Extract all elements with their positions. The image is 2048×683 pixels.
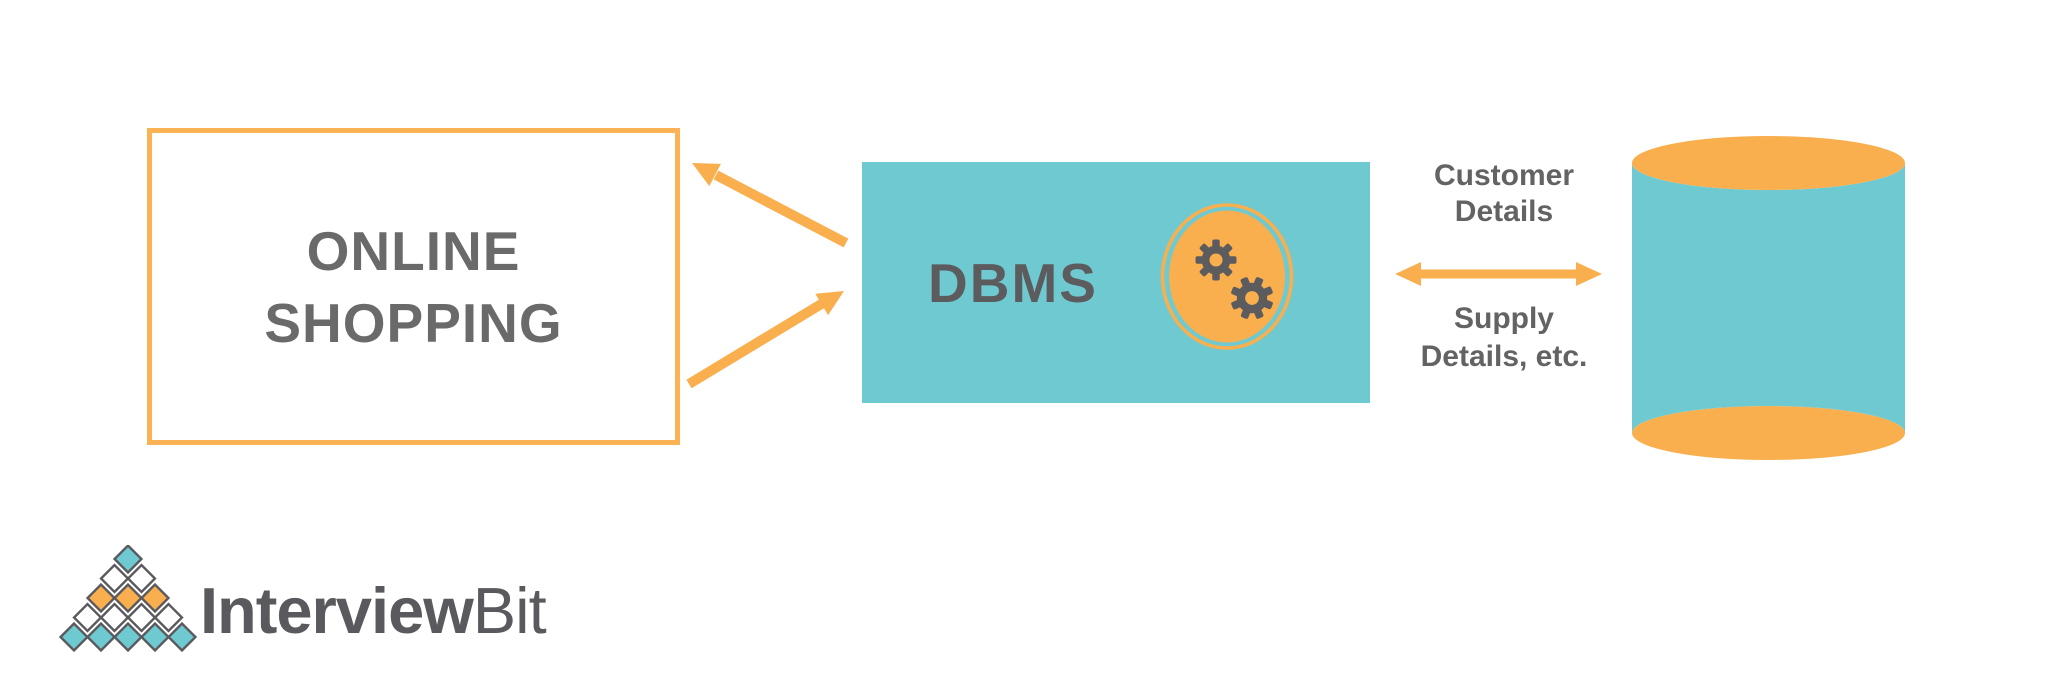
arrow-dbms-to-shop (692, 163, 849, 248)
dbms-node: DBMS (862, 162, 1370, 403)
supply-details-label: Supply Details, etc. (1420, 302, 1588, 373)
interviewbit-pyramid-icon (58, 545, 198, 653)
gears-icon (1160, 203, 1294, 350)
dbms-label: DBMS (928, 251, 1098, 314)
interviewbit-wordmark: InterviewBit (200, 578, 547, 643)
online-shopping-node: ONLINE SHOPPING (147, 128, 680, 445)
brand-name-light: Bit (472, 574, 547, 647)
database-cylinder-icon (1632, 136, 1905, 460)
online-shopping-label: ONLINE SHOPPING (264, 219, 563, 354)
interviewbit-logo: InterviewBit (58, 545, 618, 660)
double-arrow-dbms-database (1395, 262, 1602, 286)
arrow-shop-to-dbms (686, 291, 844, 389)
customer-details-label: Customer Details (1433, 159, 1575, 228)
brand-name-bold: Interview (200, 574, 474, 647)
